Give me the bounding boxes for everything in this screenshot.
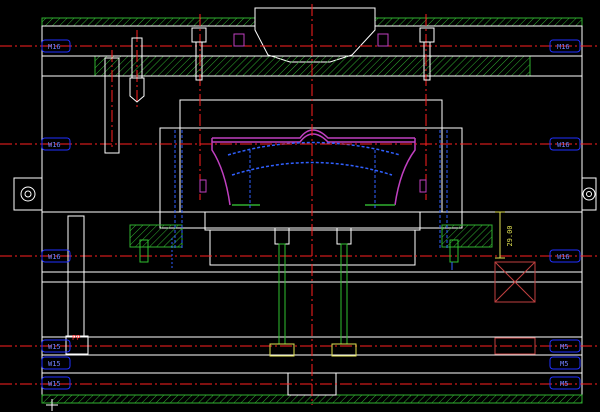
right-labels: M16 W16 W16 M5 M5 M5 <box>549 39 581 390</box>
dimension-label: 29.00 <box>506 225 514 246</box>
side-brackets <box>13 177 597 211</box>
ucs-icon <box>46 399 58 411</box>
screws <box>65 27 435 355</box>
support-block <box>494 261 536 355</box>
hidden-lines <box>174 130 448 250</box>
label-right-4: M5 <box>560 343 568 351</box>
label-left-6: W15 <box>48 380 61 388</box>
dimension-29 <box>495 211 505 259</box>
molded-part <box>211 129 416 206</box>
label-right-1: M16 <box>557 43 570 51</box>
label-right-6: M5 <box>560 380 568 388</box>
pin-note: PP <box>72 334 80 342</box>
label-left-1: M16 <box>48 43 61 51</box>
label-left-2: W16 <box>48 141 61 149</box>
left-labels: M16 W16 W16 W15 W15 W15 <box>41 39 71 390</box>
label-right-3: W16 <box>557 253 570 261</box>
label-right-5: M5 <box>560 360 568 368</box>
ejector-pins <box>139 227 459 357</box>
label-left-4: W15 <box>48 343 61 351</box>
center-lines <box>0 4 600 405</box>
label-left-5: W15 <box>48 360 61 368</box>
label-left-3: W16 <box>48 253 61 261</box>
label-right-2: W16 <box>557 141 570 149</box>
